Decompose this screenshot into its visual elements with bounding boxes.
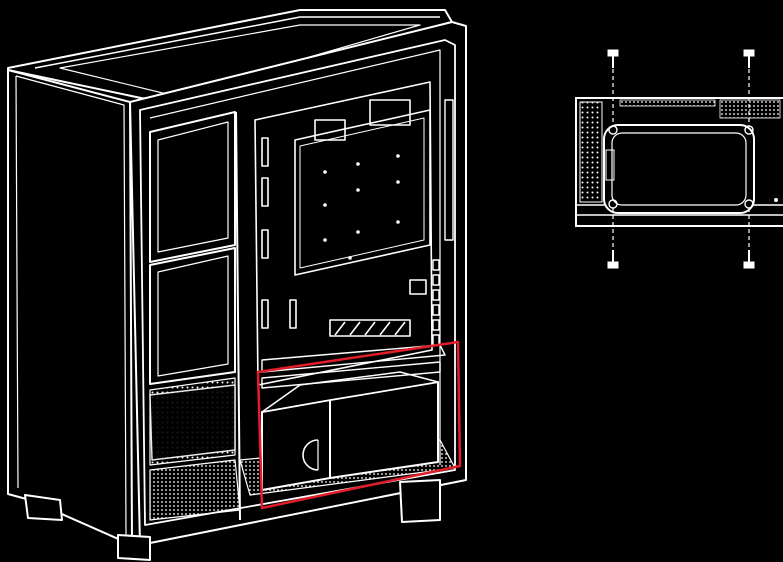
pc-case — [7, 9, 467, 561]
psu-bay-highlight-box — [256, 340, 462, 510]
motherboard-tray — [254, 81, 433, 386]
psu-mesh-strip — [579, 101, 603, 203]
screw-bottom-left — [607, 199, 619, 269]
mounting-screws — [607, 49, 755, 269]
front-fan-mounts — [149, 111, 241, 521]
screw-top-right — [743, 49, 755, 135]
case-feet — [24, 479, 441, 561]
psu-unit — [261, 344, 446, 491]
glass-side-panel — [7, 69, 133, 546]
psu-detail-view — [575, 49, 783, 269]
screw-bottom-right — [743, 199, 755, 269]
psu-mounting-plate — [603, 124, 755, 214]
standoff-holes — [323, 154, 400, 260]
expansion-slots — [432, 99, 454, 346]
screw-top-left — [607, 49, 619, 135]
